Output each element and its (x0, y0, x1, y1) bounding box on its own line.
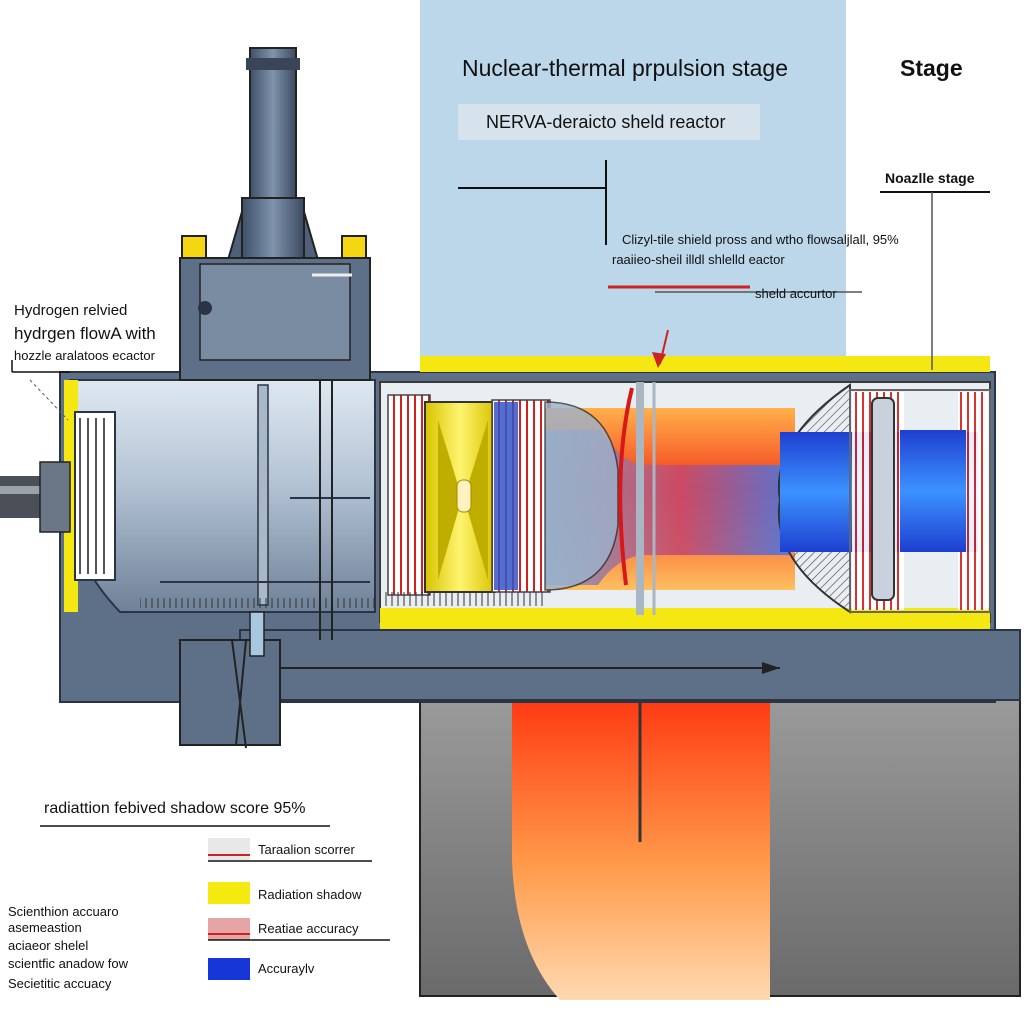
hydrogen-label-line-1: Hydrogen relvied (14, 302, 128, 319)
header-panel (420, 0, 846, 365)
note-line-1: Scienthion accuaro (8, 904, 119, 919)
legend-label-4: Accuraylv (258, 961, 315, 976)
legend-swatch-3 (208, 918, 250, 940)
reactor-label-box (458, 104, 760, 140)
reactor-fins-left (387, 394, 431, 596)
legend-label-1: Taraalion scorrer (258, 842, 355, 857)
legend-label-2: Radiation shadow (258, 887, 362, 902)
corner-stage-label: Stage (900, 55, 963, 81)
hydrogen-label-line-3: hozzle aralatoos ecactor (14, 348, 155, 363)
shield-note-line-1: Clizyl-tile shield pross and wtho flowsa… (622, 232, 899, 247)
note-line-2: asemeastion (8, 920, 82, 935)
note-line-3: aciaeor shelel (8, 938, 89, 953)
legend-swatch-2 (208, 882, 250, 904)
note-line-5: Secietitic accuacy (8, 976, 112, 991)
diagram-title: Nuclear-thermal prpulsion stage (462, 55, 788, 81)
legend-swatch-4 (208, 958, 250, 980)
legend-swatch-1 (208, 838, 250, 860)
shield-note-line-2: raaiieo-sheil illdl shlelld eactor (612, 252, 785, 267)
note-line-4: scientfic anadow fow (8, 956, 128, 971)
hydrogen-label-line-2: hydrgen flowA with (14, 324, 156, 343)
reactor-label: NERVA-deraicto sheld reactor (486, 112, 726, 132)
shadow-score-label: radiattion febived shadow score 95% (44, 800, 306, 817)
exhaust-plume (512, 700, 770, 1000)
shield-note-line-3: sheld accurtor (755, 286, 837, 301)
nozzle-stage-label: Noazlle stage (885, 170, 975, 186)
legend-label-3: Reatiae accuracy (258, 921, 359, 936)
turbopump-mast (249, 47, 297, 199)
